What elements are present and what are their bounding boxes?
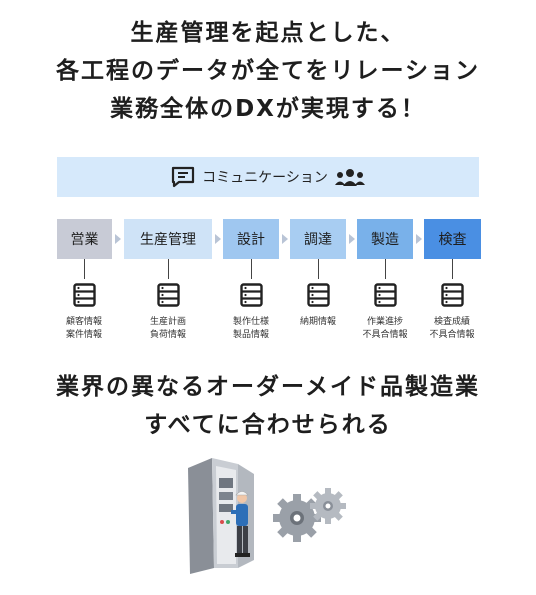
gears-illustration: [273, 488, 346, 542]
connector-line: [452, 259, 453, 279]
step-production-management: 生産管理: [124, 219, 212, 259]
headline-top-line-2: 各工程のデータが全てをリレーション: [55, 58, 481, 84]
step-production-management-data: 生産計画負荷情報: [149, 317, 186, 340]
step-inspection: 検査: [424, 219, 481, 259]
database-icon: [73, 283, 96, 311]
step-design: 設計: [223, 219, 279, 259]
step-manufacturing-data: 作業進捗不具合情報: [362, 317, 408, 340]
headline-top-line-3: 業務全体のDXが実現する！: [110, 96, 426, 122]
chat-icon: [170, 165, 196, 189]
connector-line: [168, 259, 169, 279]
database-icon: [307, 283, 330, 311]
connector-line: [318, 259, 319, 279]
headline-top-line-1: 生産管理を起点とした、: [130, 20, 406, 46]
step-sales: 営業: [57, 219, 112, 259]
headline-bottom-line-1: 業界の異なるオーダーメイド品製造業: [55, 374, 481, 400]
process-steps: 営業 生産管理 設計 調達 製造 検査: [57, 219, 481, 259]
control-cabinet-illustration: [188, 458, 254, 574]
step-design-data: 製作仕様製品情報: [232, 317, 269, 340]
database-icon: [441, 283, 464, 311]
arrow-right-icon: [282, 234, 288, 244]
arrow-right-icon: [215, 234, 221, 244]
arrow-right-icon: [416, 234, 422, 244]
communication-bar: コミュニケーション: [57, 157, 479, 197]
headline-bottom-line-2: すべてに合わせられる: [144, 412, 392, 438]
database-icon: [157, 283, 180, 311]
communication-label: コミュニケーション: [202, 170, 328, 186]
connector-line: [251, 259, 252, 279]
step-procurement-data: 納期情報: [299, 317, 336, 327]
step-inspection-data: 検査成績不具合情報: [429, 317, 475, 340]
headline-bottom: 業界の異なるオーダーメイド品製造業 すべてに合わせられる: [0, 368, 536, 444]
connector-line: [385, 259, 386, 279]
headline-top: 生産管理を起点とした、 各工程のデータが全てをリレーション 業務全体のDXが実現…: [0, 14, 536, 128]
database-icon: [374, 283, 397, 311]
group-icon: [334, 167, 366, 187]
step-manufacturing: 製造: [357, 219, 413, 259]
database-icon: [240, 283, 263, 311]
arrow-right-icon: [115, 234, 121, 244]
step-procurement: 調達: [290, 219, 346, 259]
connector-line: [84, 259, 85, 279]
step-sales-data: 顧客情報案件情報: [65, 317, 102, 340]
arrow-right-icon: [349, 234, 355, 244]
